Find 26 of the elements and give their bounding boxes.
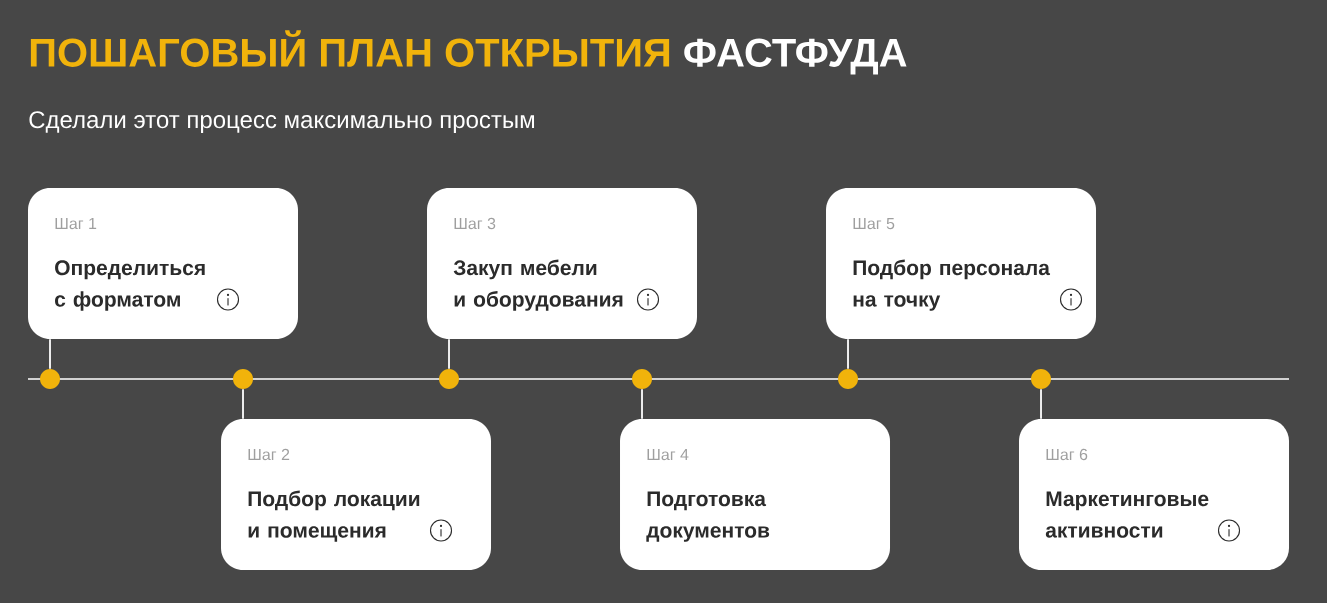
connector-line xyxy=(1040,388,1042,420)
step-number: Шаг 4 xyxy=(647,449,689,461)
timeline-dot xyxy=(439,369,459,389)
connector-line xyxy=(448,338,450,370)
connector-line xyxy=(847,338,849,370)
timeline-dot xyxy=(40,369,60,389)
step-title: Закуп мебели и оборудования xyxy=(453,259,623,311)
step-title: Определиться с форматом xyxy=(55,260,205,311)
timeline-dot xyxy=(838,369,858,389)
timeline-dot xyxy=(632,369,652,389)
step-number: Шаг 6 xyxy=(1046,448,1088,461)
step-number: Шаг 5 xyxy=(853,218,895,230)
step-number: Шаг 2 xyxy=(248,448,290,461)
step-title: Подбор локации и помещения xyxy=(248,490,420,542)
connector-line xyxy=(242,388,244,420)
timeline-dot xyxy=(1031,369,1051,389)
title: ПОШАГОВЫЙ ПЛАН ОТКРЫТИЯ ФАСТФУДА xyxy=(30,30,907,75)
subtitle: Сделали этот процесс максимально простым xyxy=(29,111,534,133)
step-title: Маркетинговые активности xyxy=(1045,491,1209,538)
connector-line xyxy=(49,338,51,370)
step-title: Подбор персонала на точку xyxy=(853,259,1051,311)
timeline-dot xyxy=(233,369,253,389)
step-title: Подготовка документов xyxy=(646,491,770,542)
step-number: Шаг 1 xyxy=(55,218,97,230)
step-number: Шаг 3 xyxy=(454,217,496,230)
connector-line xyxy=(641,388,643,420)
